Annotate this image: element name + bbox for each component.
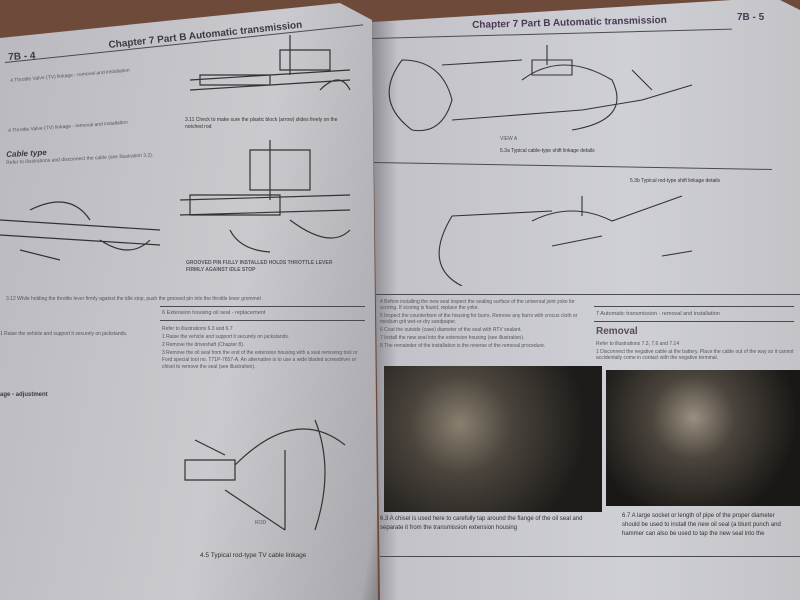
figure-4-5 xyxy=(184,419,346,531)
section-rule xyxy=(372,294,800,295)
install-step-6: 6 Coat the outside (case) diameter of th… xyxy=(380,327,522,333)
grooved-pin-label: GROOVED PIN FULLY INSTALLED HOLDS THROTT… xyxy=(186,260,333,273)
rod-label: ROD xyxy=(255,520,267,526)
removal-heading: Removal xyxy=(596,326,638,337)
section-6-step-3: 3 Remove the oil seal from the end of th… xyxy=(162,350,358,370)
running-head: Chapter 7 Part B Automatic transmission xyxy=(472,14,667,31)
view-label: VIEW A xyxy=(500,136,518,142)
install-step-4: 4 Before installing the new seal inspect… xyxy=(380,299,575,311)
caption-3-11: 3.11 Check to make sure the plastic bloc… xyxy=(185,117,338,130)
footer-rule xyxy=(380,556,800,557)
install-step-8: 8 The remainder of the installation is t… xyxy=(380,343,546,349)
photo-6-3-chisel xyxy=(384,366,602,512)
figure-3-11 xyxy=(189,35,351,91)
removal-step-1: 1 Disconnect the negative cable at the b… xyxy=(596,349,794,361)
caption-5-3b: 5.3b Typical rod-type shift linkage deta… xyxy=(630,178,720,184)
figure-cable-linkage xyxy=(0,201,161,261)
section-6-refer: Refer to illustrations 6.3 and 6.7 xyxy=(162,326,233,332)
figure-5-3b xyxy=(438,195,693,286)
section-6-rule xyxy=(160,306,365,307)
install-step-5: 5 Inspect the counterbore of the housing… xyxy=(380,313,578,325)
caption-6-3: 6.3 A chisel is used here to carefully t… xyxy=(380,516,583,531)
adjustment-heading: age - adjustment xyxy=(0,392,48,398)
header-rule xyxy=(372,28,732,39)
figure-3-12 xyxy=(179,140,351,253)
right-page: Chapter 7 Part B Automatic transmission … xyxy=(372,0,800,600)
photo-6-7-socket xyxy=(606,370,800,506)
page-number: 7B - 5 xyxy=(737,12,765,23)
left-page: 7B - 4 Chapter 7 Part B Automatic transm… xyxy=(0,3,378,600)
caption-6-7: 6.7 A large socket or length of pipe of … xyxy=(622,513,781,537)
caption-5-3a: 5.3a Typical cable-type shift linkage de… xyxy=(500,148,595,154)
install-step-7: 7 Install the new seal into the extensio… xyxy=(380,335,525,341)
section-6-step-2: 2 Remove the driveshaft (Chapter 8). xyxy=(162,342,245,348)
section-4-title-2: 4 Throttle Valve (TV) linkage - removal … xyxy=(8,119,129,134)
figure-5-3a xyxy=(388,45,693,132)
section-4-title: 4 Throttle Valve (TV) linkage - removal … xyxy=(10,67,130,84)
removal-refer: Refer to illustrations 7.3, 7.6 and 7.14 xyxy=(596,341,680,347)
section-6-step-1: 1 Raise the vehicle and support it secur… xyxy=(162,334,290,340)
section-6-title: 6 Extension housing oil seal - replaceme… xyxy=(162,310,266,316)
caption-3-12: 3.12 While holding the throttle lever fi… xyxy=(6,296,261,302)
figure-rule xyxy=(372,162,772,170)
section-7-rule-2 xyxy=(594,321,794,322)
section-6-rule-2 xyxy=(160,320,365,321)
caption-4-5: 4.5 Typical rod-type TV cable linkage xyxy=(200,552,307,559)
left-column-text: 1 Raise the vehicle and support it secur… xyxy=(0,331,128,337)
section-7-rule xyxy=(594,306,794,307)
section-7-title: 7 Automatic transmission - removal and i… xyxy=(596,311,720,317)
